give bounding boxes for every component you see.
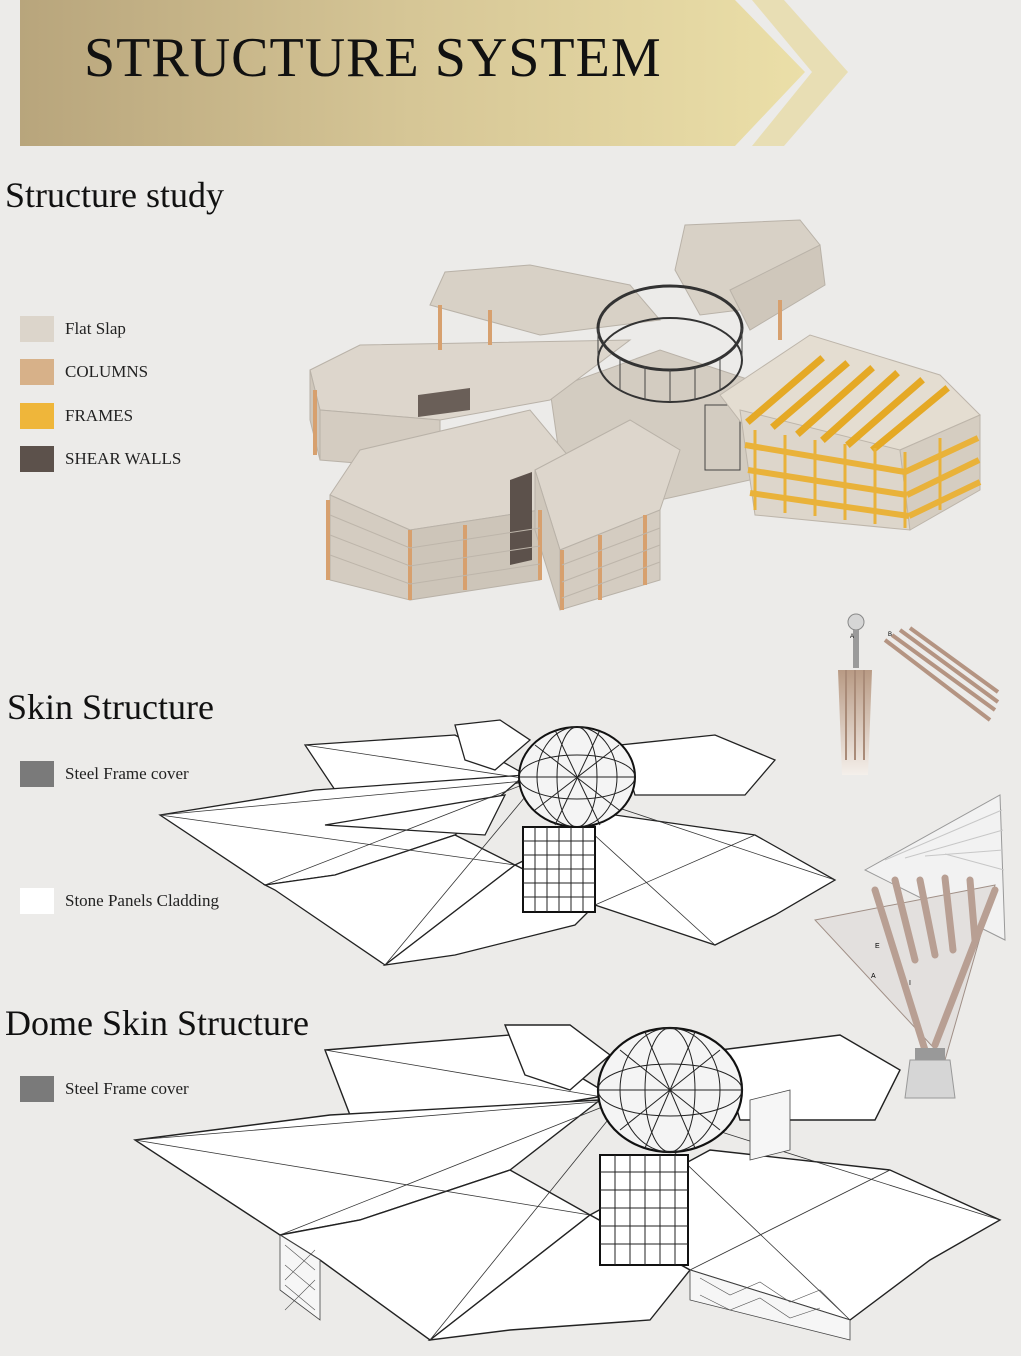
legend-item-stone-panels: Stone Panels Cladding [20,888,219,914]
dome-steel-frame-swatch [20,1076,54,1102]
skin-structure-drawing [158,719,837,966]
detail-label-i: I [909,980,911,987]
columns-swatch [20,359,54,385]
structure-legend: Flat Slap COLUMNS FRAMES SHEAR WALLS [20,316,240,476]
detail-label-a2: A [871,973,876,980]
legend-item-frames: FRAMES [20,403,133,429]
legend-item-columns: COLUMNS [20,359,148,385]
title-banner [20,0,848,146]
legend-item-flat-slab: Flat Slap [20,316,126,342]
frames-swatch [20,403,54,429]
flat-slab-swatch [20,316,54,342]
stone-panels-swatch [20,888,54,914]
skin-frame-detail-drawing: E A I [814,794,1006,1099]
steel-frame-swatch [20,761,54,787]
structure-study-title: Structure study [5,175,224,215]
page-title: STRUCTURE SYSTEM [84,27,662,89]
detail-label-a: A [850,634,854,640]
dome-legend: Steel Frame cover [20,1076,260,1106]
connection-detail-drawing: A B [838,613,1000,775]
skin-legend: Steel Frame cover Stone Panels Cladding [20,761,260,921]
legend-item-steel-frame: Steel Frame cover [20,761,189,787]
structure-model-drawing [309,219,982,611]
shear-walls-swatch [20,446,54,472]
detail-label-b: B [888,632,892,638]
legend-item-dome-steel-frame: Steel Frame cover [20,1076,189,1102]
dome-skin-structure-title: Dome Skin Structure [5,1003,309,1043]
dome-skin-structure-drawing [133,1024,1002,1342]
detail-label-e: E [875,943,880,950]
legend-item-shear-walls: SHEAR WALLS [20,446,181,472]
skin-structure-title: Skin Structure [7,687,214,727]
